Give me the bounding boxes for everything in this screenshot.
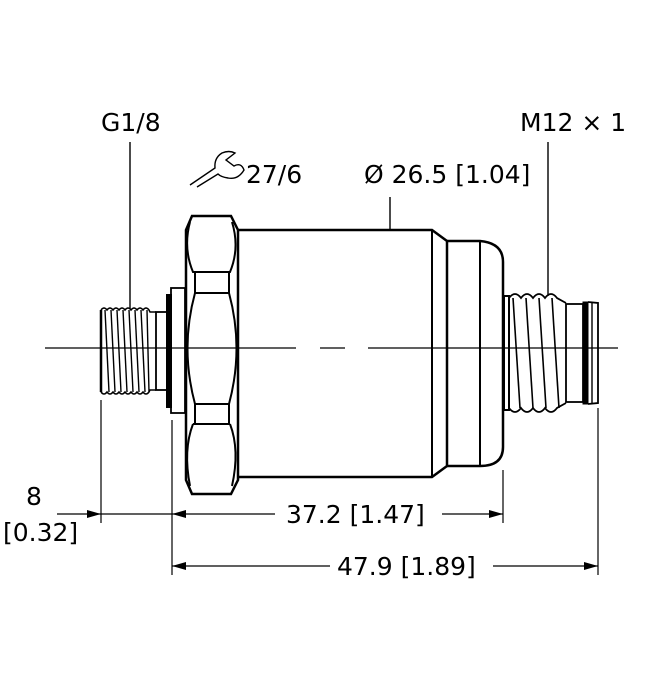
process-thread-label: G1/8	[101, 108, 161, 137]
sensor-body	[238, 228, 505, 479]
hex-nut	[184, 214, 240, 496]
leader-lines	[129, 142, 549, 309]
wrench-icon	[189, 150, 245, 188]
body-diameter-label: Ø 26.5 [1.04]	[364, 160, 530, 189]
thread-length-mm-label: 8	[26, 482, 42, 511]
total-length-label: 47.9 [1.89]	[337, 552, 476, 581]
extension-lines	[100, 400, 599, 575]
process-connection-thread	[99, 287, 186, 414]
thread-length-in-label: [0.32]	[3, 518, 78, 547]
connector-thread-label: M12 × 1	[520, 108, 626, 137]
connector-thread	[503, 293, 599, 413]
wrench-size-label: 27/6	[246, 160, 302, 189]
body-length-label: 37.2 [1.47]	[286, 500, 425, 529]
